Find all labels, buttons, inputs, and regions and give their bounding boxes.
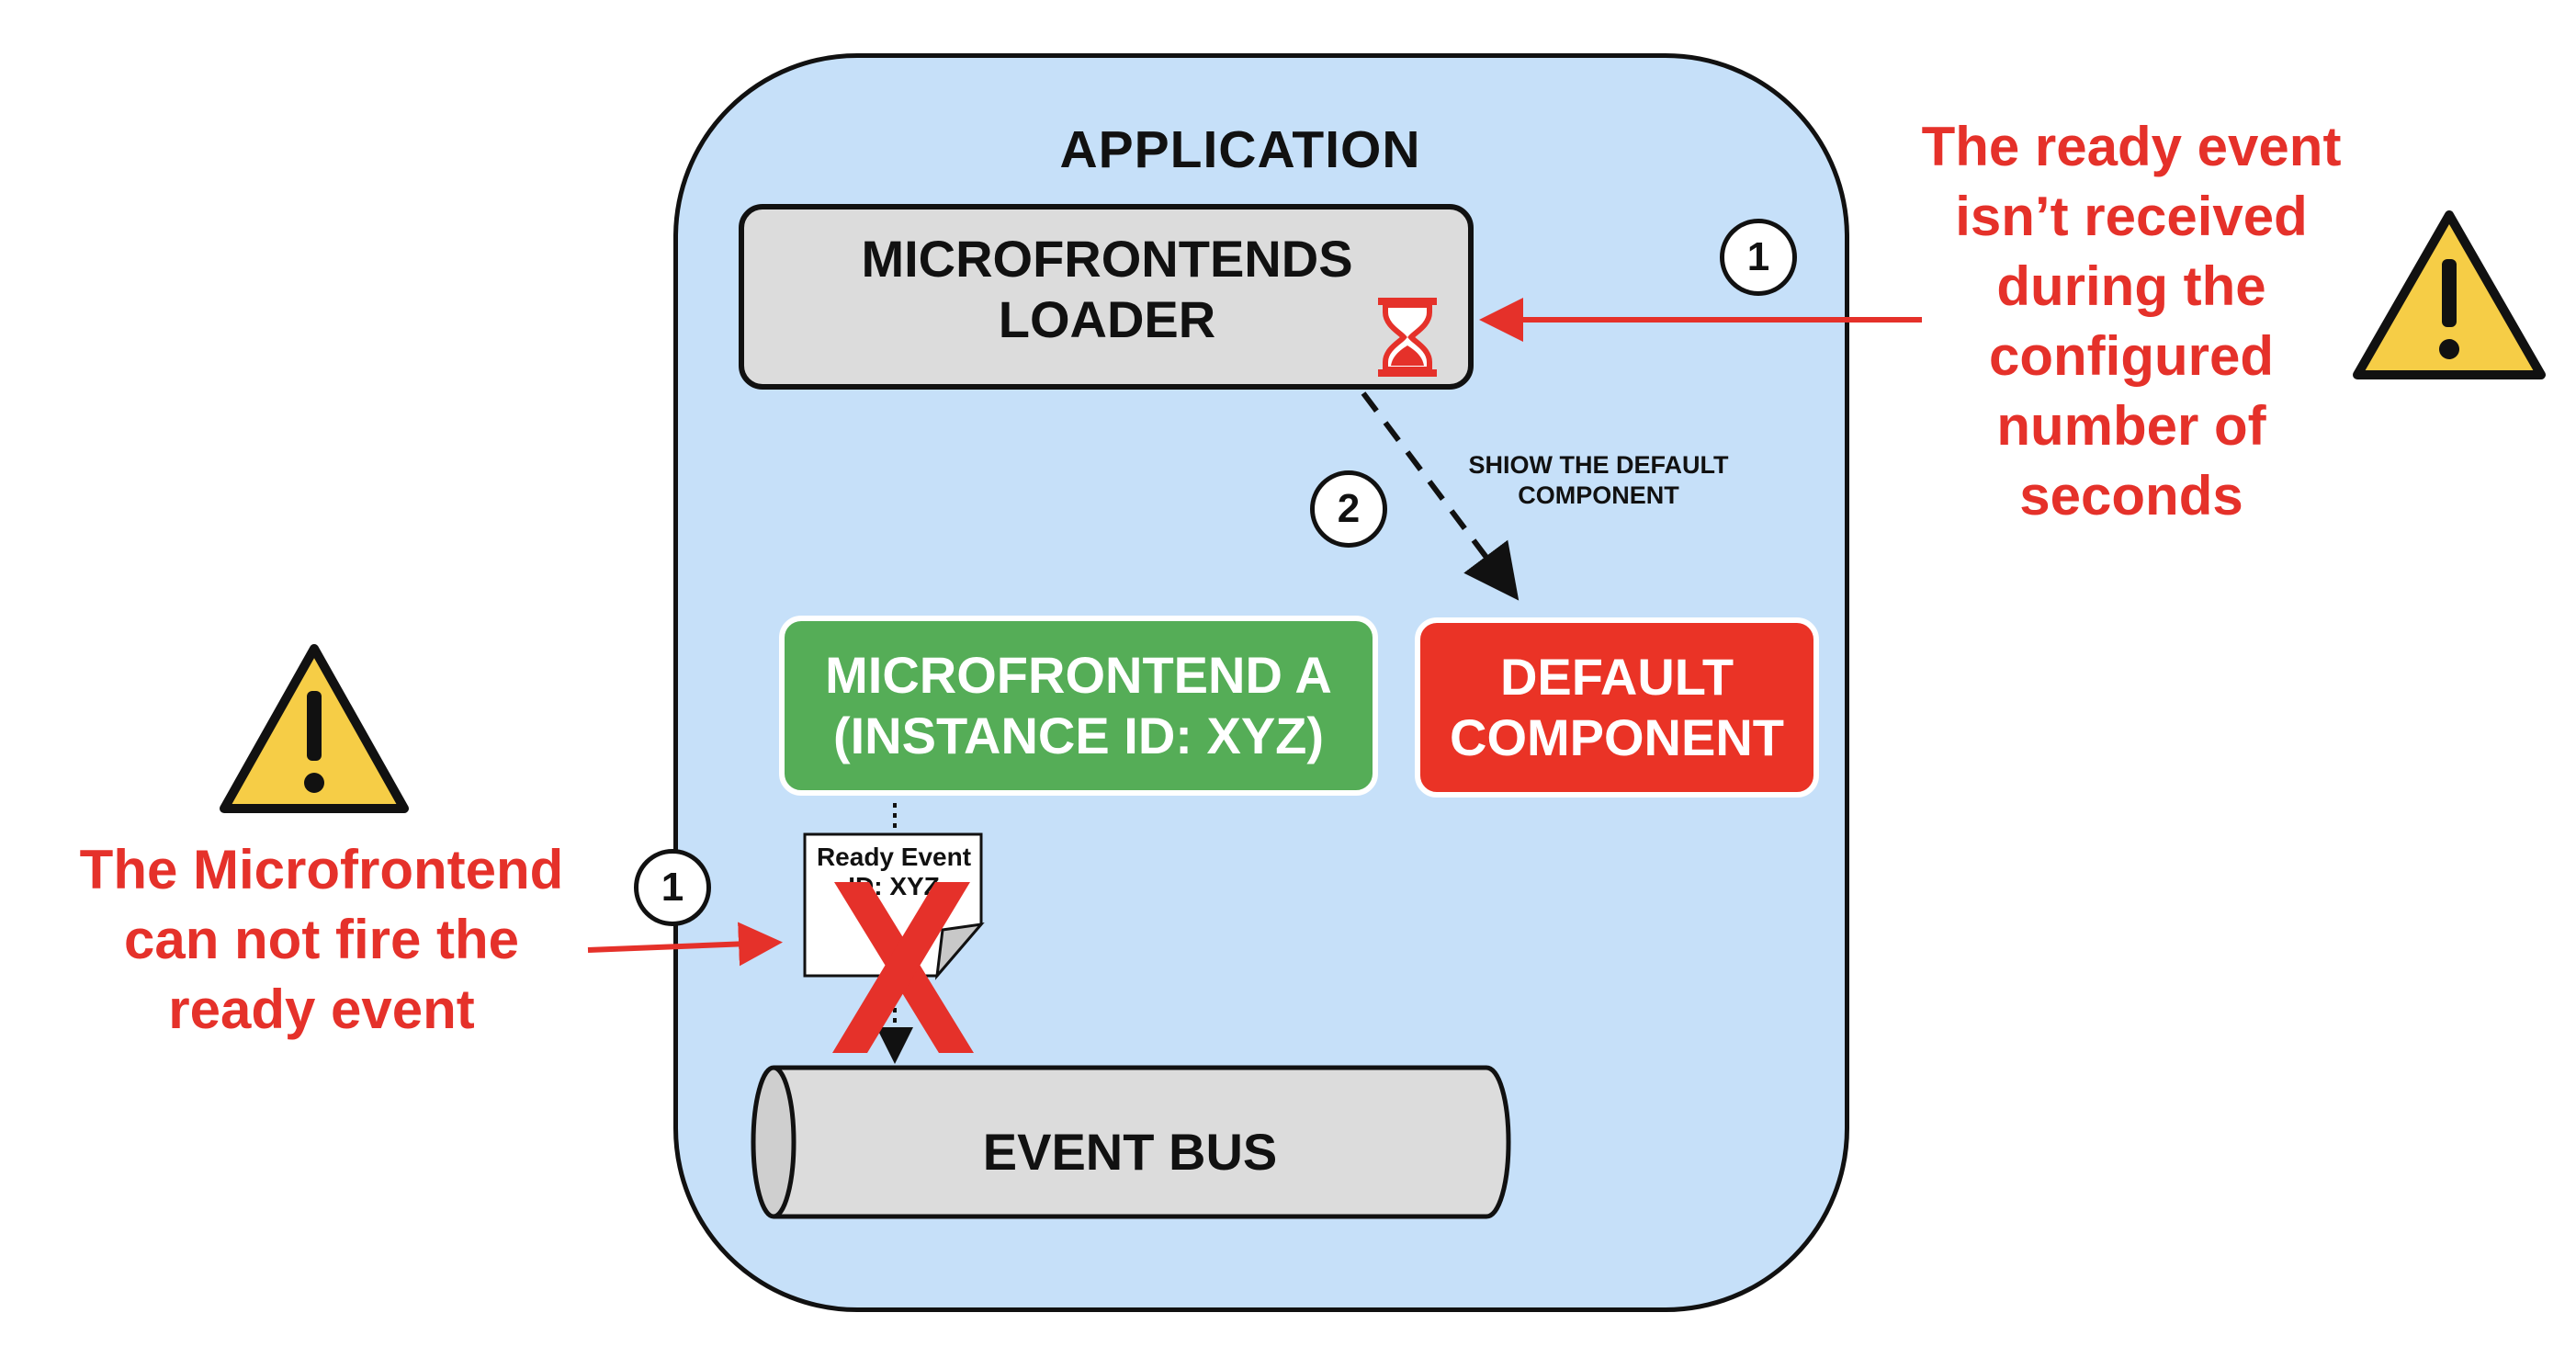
loader-label-line2: LOADER	[998, 290, 1216, 348]
hourglass-icon	[1378, 298, 1437, 377]
show-default-line1: SHIOW THE DEFAULT	[1468, 451, 1729, 479]
cross-icon	[832, 882, 974, 1053]
ready-event-note	[803, 832, 985, 980]
application-title: APPLICATION	[1059, 120, 1421, 179]
left-callout-line: ready event	[168, 979, 475, 1040]
microfrontend-a-line2: (INSTANCE ID: XYZ)	[832, 707, 1325, 764]
right-callout-line: configured	[1989, 325, 2274, 387]
event-bus-cylinder[interactable]	[751, 1065, 1511, 1219]
step-1-badge-left: 1	[634, 849, 711, 926]
right-callout-line: during the	[1996, 255, 2266, 317]
microfrontends-loader-label: MICROFRONTENDS LOADER	[744, 216, 1470, 363]
default-component-line1: DEFAULT	[1499, 648, 1734, 706]
left-callout-line: can not fire the	[123, 909, 520, 970]
left-callout-text: The Microfrontend can not fire the ready…	[18, 834, 625, 1046]
microfrontend-a-box[interactable]	[779, 616, 1378, 796]
right-callout-line: seconds	[2019, 465, 2243, 526]
show-default-line2: COMPONENT	[1518, 481, 1679, 509]
dashed-arrow-loader-to-default	[1361, 391, 1520, 601]
warning-icon	[220, 644, 409, 813]
loader-label-line1: MICROFRONTENDS	[861, 230, 1353, 288]
right-callout-line: isn’t received	[1955, 186, 2308, 247]
microfrontend-a-line1: MICROFRONTEND A	[825, 646, 1332, 704]
microfrontend-a-label: MICROFRONTEND A (INSTANCE ID: XYZ)	[779, 616, 1378, 796]
left-callout-line: The Microfrontend	[79, 839, 564, 900]
event-bus-label: EVENT BUS	[982, 1122, 1278, 1181]
step-2-badge: 2	[1310, 470, 1387, 548]
right-callout-line: The ready event	[1921, 116, 2342, 177]
default-component-box[interactable]	[1415, 617, 1819, 798]
red-arrow-to-ready-note	[587, 922, 783, 967]
right-callout-line: number of	[1996, 395, 2266, 457]
microfrontends-loader-box[interactable]	[739, 204, 1474, 390]
ready-event-note-text: Ready Event ID: XYZ	[808, 838, 979, 906]
step-1-badge-right: 1	[1720, 219, 1797, 296]
warning-icon	[2353, 210, 2546, 379]
default-component-label: DEFAULT COMPONENT	[1415, 617, 1819, 798]
default-component-line2: COMPONENT	[1450, 708, 1784, 766]
right-callout-text: The ready event isn’t received during th…	[1874, 110, 2389, 533]
show-default-caption: SHIOW THE DEFAULT COMPONENT	[1415, 448, 1782, 513]
ready-note-line1: Ready Event	[816, 843, 972, 871]
